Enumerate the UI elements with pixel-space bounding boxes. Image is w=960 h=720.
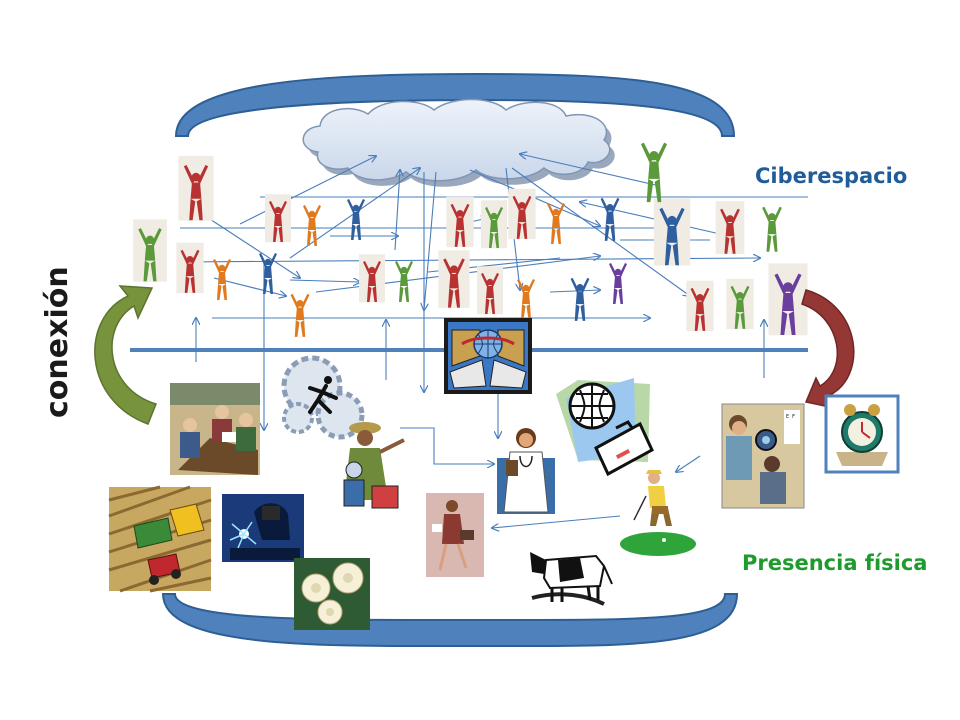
- tourist-icon: [343, 422, 405, 509]
- globe-briefcase-icon: [556, 378, 654, 477]
- cyber-person-icon: [133, 219, 167, 282]
- bottom-frame-arc: [161, 593, 739, 648]
- gears-figure-icon: [281, 355, 365, 440]
- cyber-person-icon: [653, 198, 691, 266]
- cyber-person-icon: [446, 196, 474, 248]
- connection-arrow-red: [801, 289, 855, 410]
- cyber-person-icon: [359, 254, 385, 303]
- connection-label: conexión: [40, 266, 75, 418]
- roses-icon: [294, 558, 370, 630]
- cyber-person-icon: [481, 200, 507, 249]
- cyber-person-icon: [290, 293, 310, 337]
- cyber-person-icon: [259, 253, 277, 294]
- doctor-icon: [497, 428, 555, 514]
- cyber-person-icon: [347, 199, 365, 240]
- cyber-person-icon: [477, 266, 503, 315]
- network-computers-icon: [444, 318, 532, 394]
- cyber-person-icon: [517, 279, 535, 320]
- cyber-person-icon: [609, 263, 627, 304]
- cyber-person-icon: [438, 250, 470, 308]
- welder-icon: [222, 494, 304, 562]
- cloud-icon: [302, 98, 615, 187]
- cyber-person-icon: [600, 197, 620, 241]
- cyber-person-icon: [547, 203, 565, 244]
- cyber-person-icon: [570, 277, 590, 321]
- optometrist-icon: E F: [721, 403, 805, 509]
- cyber-person-icon: [715, 201, 745, 255]
- harvester-icon: [108, 485, 212, 593]
- cyber-person-icon: [726, 278, 754, 330]
- cyber-person-icon: [640, 142, 668, 203]
- connection-arrow-green: [94, 285, 157, 425]
- cyber-person-icon: [768, 263, 808, 336]
- svg-text:E F: E F: [786, 414, 795, 420]
- cyber-person-icon: [686, 280, 714, 332]
- cyber-person-icon: [508, 188, 536, 240]
- cyber-person-icon: [213, 259, 231, 300]
- golfer-icon: [620, 470, 696, 556]
- cyber-person-icon: [762, 206, 782, 252]
- cyber-person-icon: [303, 205, 321, 246]
- cyber-person-icon: [265, 194, 291, 243]
- cyberspace-label: Ciberespacio: [755, 164, 908, 188]
- physical-presence-label: Presencia física: [742, 551, 928, 575]
- business-woman-icon: [426, 493, 484, 577]
- cyber-person-icon: [178, 155, 214, 221]
- cyber-person-icon: [176, 242, 204, 294]
- alarm-clock-icon: [824, 394, 900, 474]
- office-meeting-icon: [170, 383, 260, 475]
- cyber-people-group: [133, 142, 808, 337]
- top-frame-arc: [174, 72, 736, 137]
- cow-icon: [530, 552, 613, 606]
